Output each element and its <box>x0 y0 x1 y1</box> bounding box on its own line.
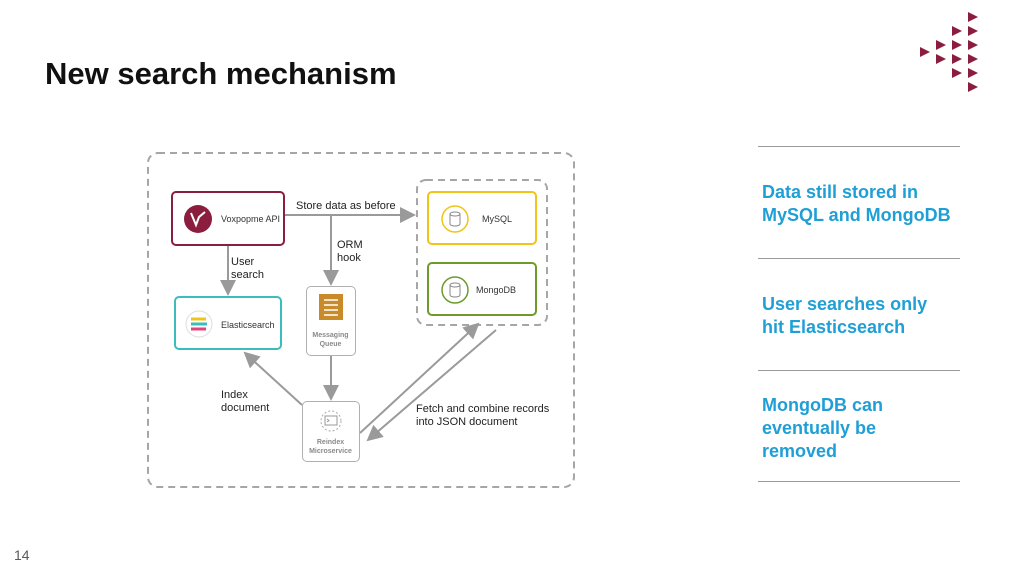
store-data-label: Store data as before <box>296 200 396 212</box>
brand-logo-icon <box>920 12 978 92</box>
voxpopme-api-label: Voxpopme API <box>221 214 281 224</box>
fetch-combine-label: Fetch and combine records into JSON docu… <box>416 403 550 428</box>
mysql-label: MySQL <box>482 214 513 224</box>
microservice-icon <box>320 410 342 432</box>
elasticsearch-icon <box>185 310 213 338</box>
outer-dashed-container <box>147 152 575 488</box>
summary-item-1: Data still stored in MySQL and MongoDB <box>762 182 951 225</box>
edge-fetch-from-db <box>366 329 497 442</box>
reindex-microservice-node: Reindex Microservice <box>302 401 360 462</box>
edge-index-document <box>243 351 303 406</box>
database-dashed-container <box>416 179 548 326</box>
reindex-microservice-label: Reindex Microservice <box>309 439 352 455</box>
divider-4 <box>758 481 960 482</box>
user-search-label: User search <box>231 256 265 281</box>
mysql-database-icon <box>441 205 469 233</box>
voxpopme-icon <box>184 205 212 233</box>
summary-item-3: MongoDB can eventually be removed <box>762 395 883 461</box>
edge-fetch-to-db <box>359 322 480 434</box>
voxpopme-api-node: Voxpopme API <box>171 191 285 246</box>
mongodb-label: MongoDB <box>476 285 517 295</box>
mongodb-database-icon <box>441 276 469 304</box>
divider-3 <box>758 370 960 371</box>
orm-hook-label: ORM hook <box>337 239 363 264</box>
divider-1 <box>758 146 960 147</box>
slide-title: New search mechanism <box>45 56 397 91</box>
summary-item-2: User searches only hit Elasticsearch <box>762 294 928 337</box>
messaging-queue-node: Messaging Queue <box>306 286 356 356</box>
messaging-queue-label: Messaging Queue <box>312 332 349 348</box>
messaging-queue-icon <box>319 294 343 320</box>
index-document-label: Index document <box>221 389 270 414</box>
mysql-node: MySQL <box>427 191 537 245</box>
mongodb-node: MongoDB <box>427 262 537 316</box>
elasticsearch-label: Elasticsearch <box>221 320 275 330</box>
divider-2 <box>758 258 960 259</box>
page-number: 14 <box>14 547 30 563</box>
elasticsearch-node: Elasticsearch <box>174 296 282 350</box>
